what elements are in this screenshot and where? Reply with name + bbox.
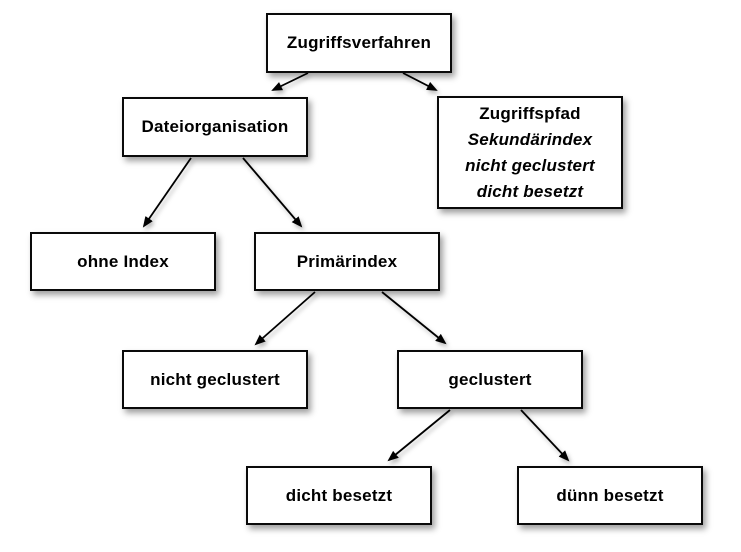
node-primaerindex: Primärindex [254,232,440,291]
edge-primaerindex-geclustert [381,291,447,345]
node-label: nicht geclustert [150,369,280,389]
edge-geclustert-duenn-besetzt [520,409,570,462]
node-label: Zugriffsverfahren [286,33,432,52]
node-label: Dateiorganisation [141,117,289,136]
node-label: geclustert [448,369,532,389]
edge-root-dateiorganisation [271,72,309,91]
node-label-line4: dicht besetzt [476,181,584,201]
node-label-line2: Sekundärindex [467,129,593,149]
edge-dateiorganisation-ohne-index [142,157,192,228]
node-nicht-geclustert: nicht geclustert [122,350,308,409]
node-label: dicht besetzt [285,485,393,505]
edge-root-zugriffspfad [402,72,438,91]
edge-geclustert-dicht-besetzt [387,409,451,462]
node-ohne-index: ohne Index [30,232,216,291]
node-dateiorganisation: Dateiorganisation [122,97,308,157]
node-zugriffsverfahren: Zugriffsverfahren [266,13,452,73]
node-geclustert: geclustert [397,350,583,409]
node-duenn-besetzt: dünn besetzt [517,466,703,525]
node-label: dünn besetzt [556,485,664,505]
edge-dateiorganisation-primaerindex [242,157,303,228]
node-zugriffspfad: Zugriffspfad Sekundärindex nicht geclust… [437,96,623,209]
node-label-line1: Zugriffspfad [479,103,581,123]
node-dicht-besetzt: dicht besetzt [246,466,432,525]
node-label: Primärindex [296,251,398,271]
node-label-line3: nicht geclustert [465,155,595,175]
edge-primaerindex-nicht-geclustert [254,291,316,346]
node-label: ohne Index [77,251,169,271]
